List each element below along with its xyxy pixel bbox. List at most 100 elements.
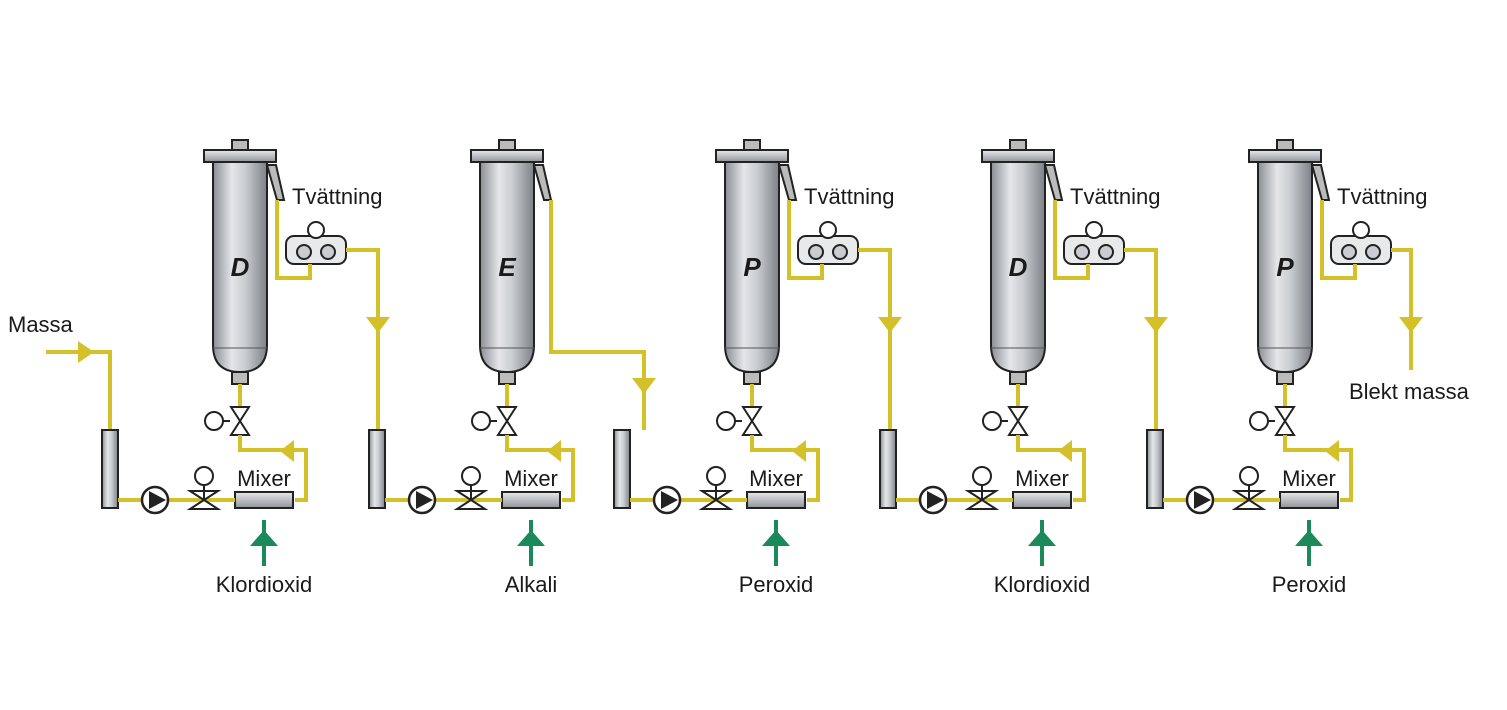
tower-lid <box>470 149 544 163</box>
tower-cap <box>1009 139 1027 151</box>
tower-outlet <box>498 371 516 385</box>
valve-actuator <box>1249 411 1269 431</box>
washer-label: Tvättning <box>1070 184 1161 209</box>
chemical-arrow-icon <box>1028 530 1056 546</box>
bleaching-tower: P <box>715 139 798 385</box>
tower-letter-label: E <box>498 252 516 282</box>
washer-drum <box>1098 244 1114 260</box>
washer <box>1330 221 1392 265</box>
pump-arrow-icon <box>149 491 166 509</box>
inlet-pipe <box>46 350 112 430</box>
washer-motor <box>1085 221 1103 239</box>
tower-letter-label: P <box>1276 252 1294 282</box>
flow-arrow-icon <box>878 317 902 333</box>
washer <box>797 221 859 265</box>
valve-body <box>1007 406 1029 436</box>
flow-arrow-icon <box>792 440 806 462</box>
mixer-body <box>234 491 294 509</box>
washer-drum <box>296 244 312 260</box>
valve-icon <box>204 384 251 436</box>
mixer-body <box>746 491 806 509</box>
control-valve-actuator <box>706 466 726 486</box>
flow-arrow-icon <box>1058 440 1072 462</box>
tower-lid <box>203 149 277 163</box>
pump-arrow-icon <box>1194 491 1211 509</box>
washer-drum <box>1365 244 1381 260</box>
inlet-massa: Massa <box>8 312 112 430</box>
tower-outlet <box>1009 371 1027 385</box>
tower-outlet-pipe <box>549 200 644 354</box>
mixer-loop-pipe <box>238 435 308 502</box>
mixer-label: Mixer <box>237 466 291 491</box>
flow-arrow-icon <box>1399 317 1423 333</box>
stages: DMixerKlordioxidTvättningEMixerAlkaliPMi… <box>101 139 1428 597</box>
chemical-arrow-icon <box>517 530 545 546</box>
tower-outlet <box>231 371 249 385</box>
washer-drum <box>832 244 848 260</box>
bleaching-tower: E <box>470 139 553 385</box>
pump-arrow-icon <box>927 491 944 509</box>
control-valve-actuator <box>972 466 992 486</box>
flow-arrow-icon <box>78 341 94 363</box>
transfer-pipe <box>551 350 646 430</box>
valve-icon <box>471 384 518 436</box>
tower-lid <box>981 149 1055 163</box>
tower-cap <box>1276 139 1294 151</box>
tower-cap <box>231 139 249 151</box>
tower-lid <box>715 149 789 163</box>
washer-drum <box>1074 244 1090 260</box>
valve-body <box>229 406 251 436</box>
chute-to-washer-pipe <box>1320 200 1357 280</box>
bleaching-tower: D <box>981 139 1064 385</box>
mixer-loop-pipe <box>1283 435 1353 502</box>
valve-body <box>1274 406 1296 436</box>
chemical-arrow-icon <box>250 530 278 546</box>
chemical-label: Peroxid <box>1272 572 1347 597</box>
standpipe <box>613 429 631 509</box>
chute-to-washer-pipe <box>1053 200 1090 280</box>
standpipe <box>101 429 119 509</box>
chute-to-washer-pipe <box>275 200 312 280</box>
bleaching-tower: P <box>1248 139 1331 385</box>
tower-letter-label: D <box>231 252 250 282</box>
washer-motor <box>819 221 837 239</box>
pump-arrow-icon <box>416 491 433 509</box>
washer-outlet-pipe <box>858 248 892 430</box>
washer-body <box>285 235 347 265</box>
mixer-body <box>1012 491 1072 509</box>
mixer-label: Mixer <box>1015 466 1069 491</box>
chemical-label: Klordioxid <box>216 572 313 597</box>
valve-icon <box>716 384 763 436</box>
inlet-label: Massa <box>8 312 74 337</box>
tower-chute <box>1043 164 1064 201</box>
flow-arrow-icon <box>632 378 656 394</box>
bleaching-tower: D <box>203 139 286 385</box>
pump-arrow-icon <box>661 491 678 509</box>
outlet-pipe <box>1391 248 1413 370</box>
tower-cap <box>743 139 761 151</box>
control-valve-actuator <box>1239 466 1259 486</box>
tower-chute <box>1310 164 1331 201</box>
chemical-label: Peroxid <box>739 572 814 597</box>
washer <box>285 221 347 265</box>
washer-outlet-pipe <box>346 248 380 430</box>
valve-icon <box>1249 384 1296 436</box>
flow-arrow-icon <box>1325 440 1339 462</box>
washer-motor <box>307 221 325 239</box>
tower-letter-label: D <box>1009 252 1028 282</box>
tower-chute <box>532 164 553 201</box>
tower-letter-label: P <box>743 252 761 282</box>
valve-actuator <box>204 411 224 431</box>
chemical-label: Klordioxid <box>994 572 1091 597</box>
washer-drum <box>1341 244 1357 260</box>
washer-label: Tvättning <box>292 184 383 209</box>
washer-body <box>1063 235 1125 265</box>
tower-outlet <box>1276 371 1294 385</box>
washer-motor <box>1352 221 1370 239</box>
outlet-blekt-massa: Blekt massa <box>1349 379 1470 404</box>
washer-label: Tvättning <box>804 184 895 209</box>
